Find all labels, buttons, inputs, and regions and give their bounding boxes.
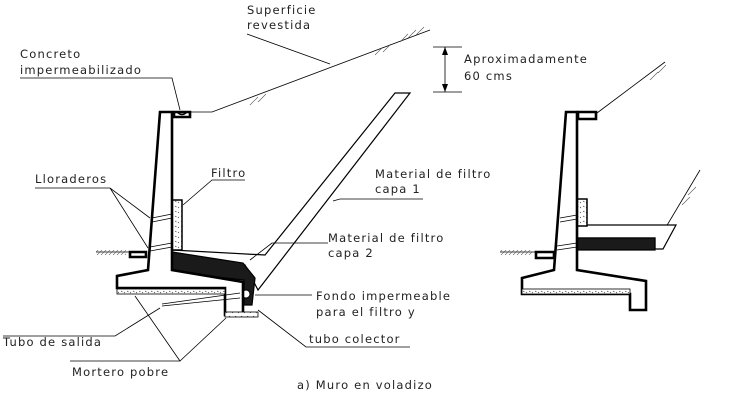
label-lloraderos: Lloraderos	[35, 172, 107, 186]
label-capa2-1: Material de filtro	[328, 231, 444, 245]
label-capa2-2: capa 2	[328, 246, 374, 260]
label-concreto-1: Concreto	[20, 47, 81, 61]
leader-mortero	[70, 295, 227, 362]
excavation-line-right	[662, 169, 701, 233]
lean-mortar-key	[224, 311, 259, 318]
label-tubo-colector: tubo colector	[309, 332, 401, 346]
weep-holes-right	[556, 214, 578, 251]
outlet-tube	[161, 292, 241, 307]
lean-mortar	[116, 288, 226, 295]
top-gutter-right	[576, 110, 598, 121]
leader-superficie	[246, 33, 331, 65]
label-fondo-2: para el filtro y	[316, 305, 416, 319]
leader-lloraderos	[35, 187, 151, 249]
leader-concreto	[20, 77, 181, 111]
label-fondo-1: Fondo impermeable	[316, 289, 451, 303]
filter-layer-2-right	[576, 237, 656, 251]
bottom-gutter-right	[534, 250, 556, 260]
label-superficie-1: Superficie	[247, 3, 317, 17]
caption: a) Muro en voladizo	[297, 378, 433, 392]
soil-hatch-right	[649, 64, 697, 206]
filter-block	[171, 199, 183, 251]
leader-colector	[257, 309, 410, 348]
ground-hatch-right	[500, 250, 532, 255]
label-aprox-1: Aproximadamente	[464, 52, 588, 66]
label-filtro: Filtro	[211, 166, 246, 180]
label-aprox-2: 60 cms	[464, 69, 513, 83]
label-capa1-1: Material de filtro	[375, 167, 491, 181]
label-mortero: Mortero pobre	[72, 365, 169, 379]
label-capa1-2: capa 1	[375, 182, 421, 196]
leader-filtro	[182, 179, 245, 206]
label-superficie-2: revestida	[247, 18, 311, 32]
weep-holes	[149, 213, 173, 252]
cantilever-wall-left	[3, 26, 462, 362]
leader-capa2	[249, 242, 328, 261]
leader-capa1	[332, 198, 423, 202]
label-concreto-2: impermeabilizado	[20, 63, 142, 77]
ground-hatch	[96, 250, 126, 255]
cantilever-wall-right	[500, 61, 701, 312]
lean-mortar-right	[521, 288, 631, 295]
leader-tubo-salida	[3, 307, 161, 337]
bottom-gutter	[128, 250, 148, 259]
coated-surface-line	[190, 29, 431, 113]
slope-line-right	[596, 61, 666, 114]
filter-block-right	[576, 198, 588, 227]
top-gutter-channel	[176, 111, 188, 116]
label-tubo-salida: Tubo de salida	[2, 335, 102, 349]
soil-hatch	[249, 26, 425, 106]
